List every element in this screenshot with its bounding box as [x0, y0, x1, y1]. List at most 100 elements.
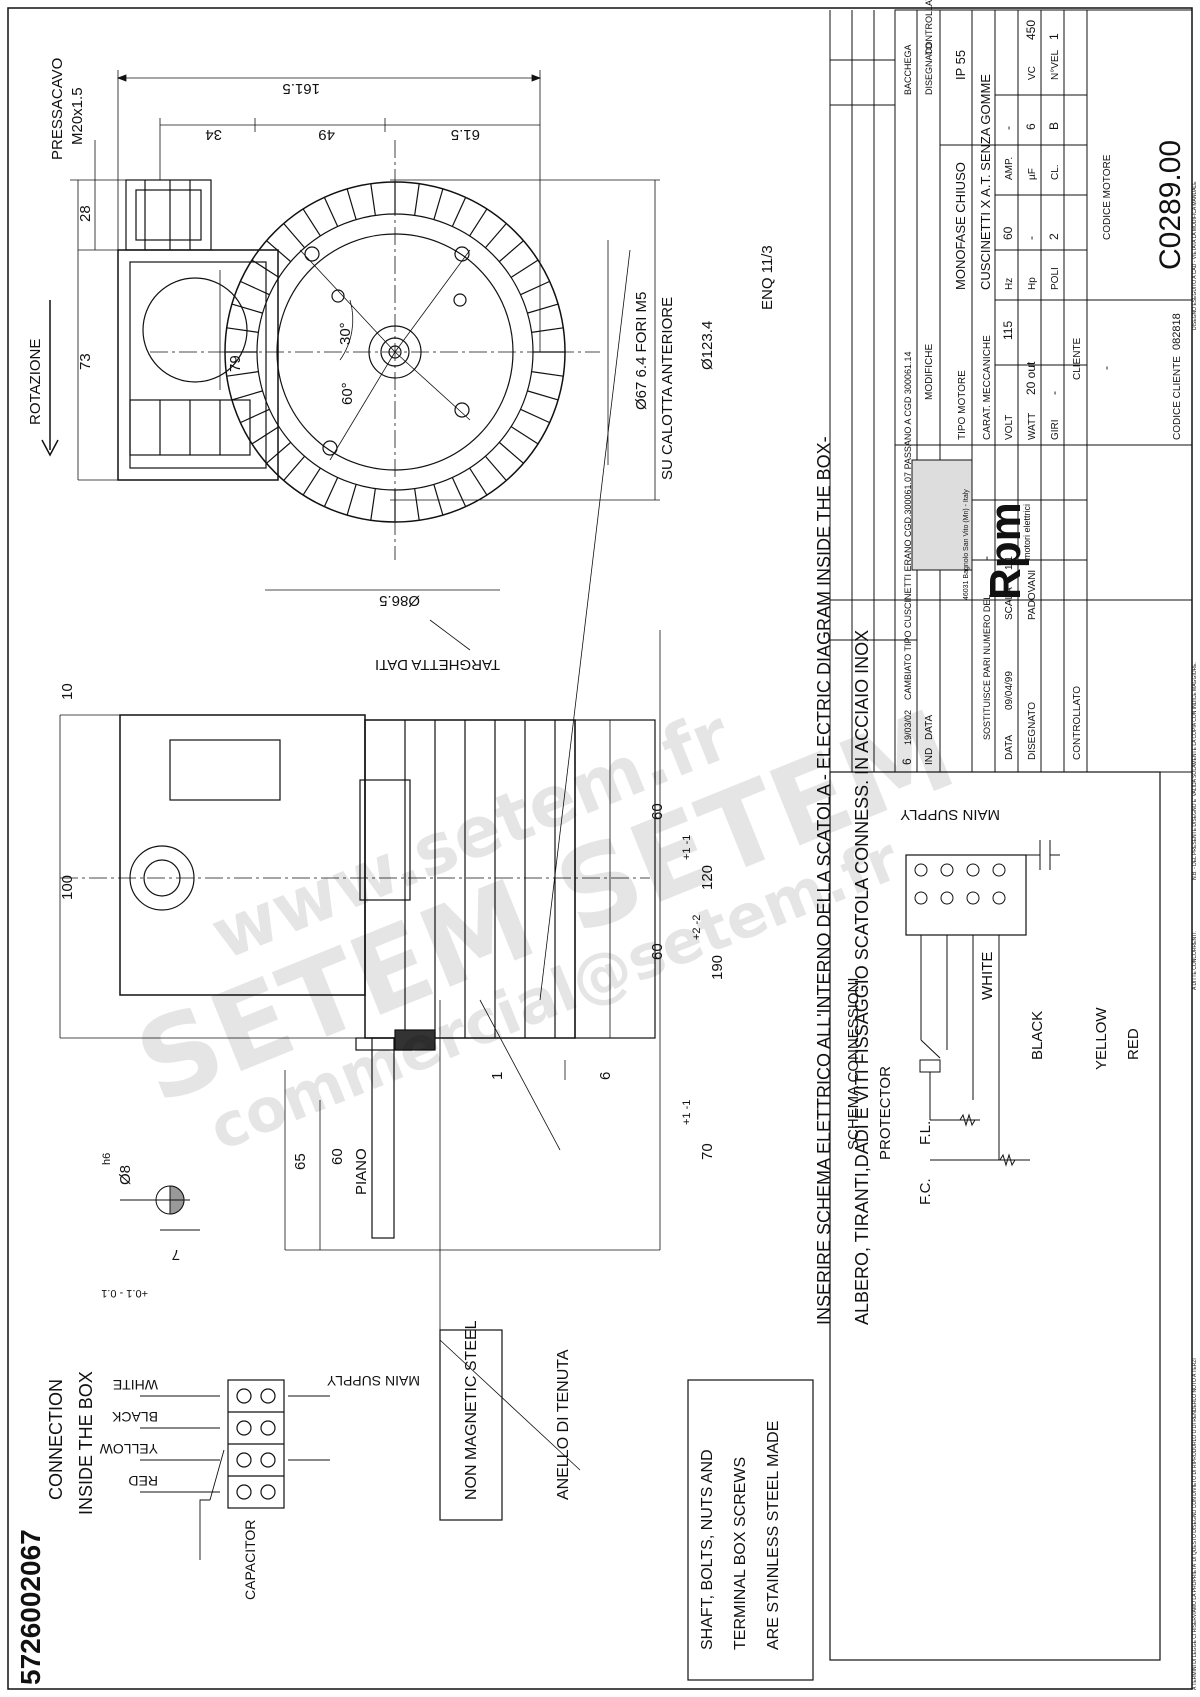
label-enq: ENQ 11/3: [759, 245, 776, 310]
connection-title-2: INSIDE THE BOX: [76, 1371, 96, 1515]
fin: [469, 208, 488, 237]
tb-controllato-h: CONTROLLATO: [924, 0, 934, 55]
tb-company-addr: 46031 Bagnolo San Vito (Mn) - Italy: [963, 489, 970, 600]
tb-giri: GIRI: [1050, 419, 1061, 440]
side-view-dim-text: 100 10 Ø86.5 TARGHETTA DATI 60 120 +1 -1…: [59, 592, 726, 1299]
tb-uf-val: 6: [1024, 123, 1038, 130]
dim-60a: 60: [649, 803, 666, 820]
tb-hz: Hz: [1004, 278, 1015, 290]
dim-7: 7: [172, 1246, 180, 1263]
tb-hz-val: 60: [1001, 226, 1015, 240]
dim-10: 10: [59, 683, 76, 700]
tb-data-lbl: DATA: [1004, 734, 1015, 760]
tb-cl-val: B: [1047, 122, 1061, 130]
tb-codice-motore: CODICE MOTORE: [1102, 154, 1113, 240]
footer-mid: A DITTE CONCORRENTI.: [1192, 931, 1198, 990]
label-m20: M20x1.5: [69, 87, 86, 145]
schema-yellow: YELLOW: [1093, 1007, 1110, 1070]
schema-title: SCHEMA CONNESSIONI: [845, 977, 862, 1150]
tb-vc-val: 450: [1024, 20, 1038, 40]
tb-nvel-val: 1: [1047, 33, 1061, 40]
tb-watt-val: 20 out: [1024, 361, 1038, 395]
title-block: [829, 9, 1193, 773]
fin: [527, 390, 559, 401]
schema-red: RED: [1125, 1028, 1142, 1060]
label-targhetta: TARGHETTA DATI: [375, 656, 500, 673]
material-boxes: NON MAGNETIC STEEL ANELLO DI TENUTA SHAF…: [439, 1320, 814, 1681]
dim-34: 34: [205, 126, 222, 143]
fin: [469, 467, 488, 496]
title-block-text: 6 19/03/02 CAMBIATO TIPO CUSCINETTI ERAN…: [900, 0, 1187, 765]
tb-disegnato: DISEGNATO: [1027, 702, 1038, 760]
conn-black: BLACK: [111, 1409, 158, 1425]
fin: [283, 455, 306, 481]
end-view-labels: PRESSACAVO M20x1.5 ROTAZIONE Ø67 6.4 FOR…: [27, 58, 776, 480]
tb-hp: Hp: [1027, 277, 1038, 290]
angle-60: 60°: [339, 382, 356, 405]
tb-disegnato-val: PADOVANI: [1027, 570, 1038, 620]
dim-73: 73: [77, 353, 94, 370]
schema-frame: [829, 771, 1161, 1661]
tb-bacchega: BACCHEGA: [903, 44, 913, 95]
dia-8: Ø8: [117, 1165, 134, 1185]
schema-protector: PROTECTOR: [877, 1066, 894, 1160]
fin: [240, 408, 270, 424]
side-view: [119, 714, 656, 1239]
dim-65: 65: [292, 1153, 309, 1170]
tb-mod-text: CAMBIATO TIPO CUSCINETTI ERANO CGD.30006…: [903, 352, 913, 700]
ss-line-3: ARE STAINLESS STEEL MADE: [765, 1421, 782, 1650]
fin: [302, 208, 321, 237]
fin: [283, 223, 306, 249]
dim-70: 70: [699, 1143, 716, 1160]
label-rotazione: ROTAZIONE: [27, 339, 44, 425]
tb-giri-val: -: [1047, 391, 1061, 395]
drawing-notes: INSERIRE SCHEMA ELETTRICO ALL'INTERNO DE…: [814, 436, 872, 1325]
schema-text: SCHEMA CONNESSIONI PROTECTOR F.L. F.C. W…: [845, 806, 1142, 1205]
note-line-1: INSERIRE SCHEMA ELETTRICO ALL'INTERNO DE…: [814, 436, 834, 1325]
fin: [231, 303, 263, 314]
part-number: 5726002067: [15, 1529, 46, 1685]
tb-amp: AMP.: [1004, 157, 1015, 180]
dim-28: 28: [77, 205, 94, 222]
fin: [498, 240, 524, 263]
end-view-dim-text: 161.5 34 49 61.5 28 73 79 30° 60° Ø123.4: [77, 80, 716, 405]
tb-poli: POLI: [1050, 267, 1061, 290]
label-non-magnetic: NON MAGNETIC STEEL: [463, 1320, 480, 1500]
angle-30: 30°: [337, 322, 354, 345]
fin: [527, 303, 559, 314]
tb-ip: IP 55: [953, 50, 968, 80]
label-calotta: SU CALOTTA ANTERIORE: [659, 297, 676, 480]
tb-scala-lbl: SCALA: [1004, 587, 1015, 620]
rotation-arrow: [41, 300, 59, 457]
tb-scala-val: 1/1: [1004, 556, 1015, 570]
fin: [302, 467, 321, 496]
fin: [498, 441, 524, 464]
label-fori: Ø67 6.4 FORI M5: [633, 292, 650, 410]
dim-1: 1: [489, 1072, 506, 1080]
ss-line-2: TERMINAL BOX SCREWS: [732, 1457, 749, 1650]
tb-amp-val: -: [1001, 126, 1015, 130]
tb-vc: VC: [1027, 66, 1038, 80]
connection-title-1: CONNECTION: [46, 1379, 66, 1500]
fin: [226, 371, 259, 377]
fin: [346, 484, 357, 516]
fin: [484, 455, 507, 481]
conn-red: RED: [128, 1473, 158, 1489]
tb-sostituisce: SOSTITUISCE PARI NUMERO DEL: [982, 595, 992, 740]
fin: [510, 426, 539, 445]
tb-company: Rpm: [981, 502, 1030, 600]
fin: [414, 488, 420, 521]
dim-161-5: 161.5: [282, 80, 320, 97]
tb-carat-val: CUSCINETTI X A.T. SENZA GOMME: [978, 74, 993, 290]
ss-line-1: SHAFT, BOLTS, NUTS AND: [699, 1449, 716, 1650]
dia-123-4: Ø123.4: [699, 321, 716, 370]
tb-cl: CL.: [1050, 164, 1061, 180]
dim-49: 49: [318, 126, 335, 143]
tb-tipo-motore: TIPO MOTORE: [957, 370, 968, 440]
tb-mod-date: 19/03/02: [903, 710, 913, 745]
conn-main-supply: MAIN SUPPLY: [326, 1373, 420, 1389]
tb-uf: µF: [1027, 168, 1038, 180]
dim-100: 100: [59, 875, 76, 900]
sheet-border: [7, 7, 1193, 1690]
conn-white: WHITE: [113, 1377, 158, 1393]
